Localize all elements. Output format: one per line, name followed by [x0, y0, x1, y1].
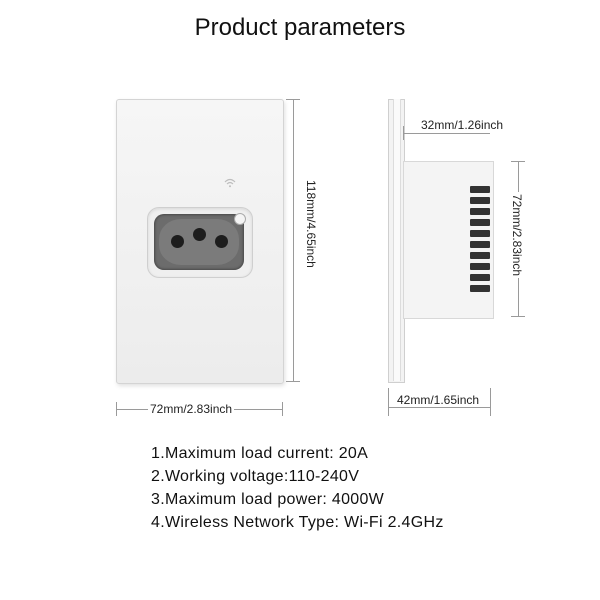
spec-item-max-current: 1.Maximum load current: 20A [151, 445, 369, 462]
socket-pin-right [215, 235, 228, 248]
vent-slot [470, 285, 490, 292]
height-dimension-line [293, 99, 294, 382]
height-dimension-tick-top [286, 99, 300, 100]
vent-slot [470, 186, 490, 193]
total-depth-tick-right [490, 388, 491, 416]
spec-item-voltage: 2.Working voltage:110-240V [151, 468, 360, 485]
height-dimension-tick-bottom [286, 381, 300, 382]
width-dimension-label: 72mm/2.83inch [148, 402, 235, 416]
page-title: Product parameters [194, 14, 406, 41]
vent-slot [470, 230, 490, 237]
width-dimension-tick-right [282, 402, 283, 416]
total-depth-dimension-line [388, 407, 491, 408]
vent-slot [470, 219, 490, 226]
body-height-tick-top [511, 161, 525, 162]
vent-slot [470, 263, 490, 270]
socket-pin-left [171, 235, 184, 248]
vent-slot [470, 252, 490, 259]
wifi-icon [224, 178, 236, 188]
total-depth-label: 42mm/1.65inch [397, 393, 480, 407]
glass-depth-label: 32mm/1.26inch [419, 118, 506, 132]
vent-slot [470, 241, 490, 248]
vent-slot [470, 208, 490, 215]
glass-depth-tick-left [403, 126, 404, 140]
height-dimension-label: 118mm/4.65inch [304, 180, 318, 268]
width-dimension-tick-left [116, 402, 117, 416]
body-height-label: 72mm/2.83inch [510, 192, 524, 279]
total-depth-tick-left [388, 388, 389, 416]
spec-item-wireless-type: 4.Wireless Network Type: Wi-Fi 2.4GHz [151, 514, 444, 531]
spec-item-max-power: 3.Maximum load power: 4000W [151, 491, 385, 508]
socket-pin-center [193, 228, 206, 241]
spec-list: 1.Maximum load current: 20A 2.Working vo… [151, 442, 444, 534]
vent-slot [470, 197, 490, 204]
led-indicator-icon [234, 213, 246, 225]
switch-body-side [403, 161, 494, 319]
glass-depth-dimension-line [403, 133, 490, 134]
glass-panel-inner-side [393, 99, 401, 381]
body-height-tick-bottom [511, 316, 525, 317]
vent-slot [470, 274, 490, 281]
